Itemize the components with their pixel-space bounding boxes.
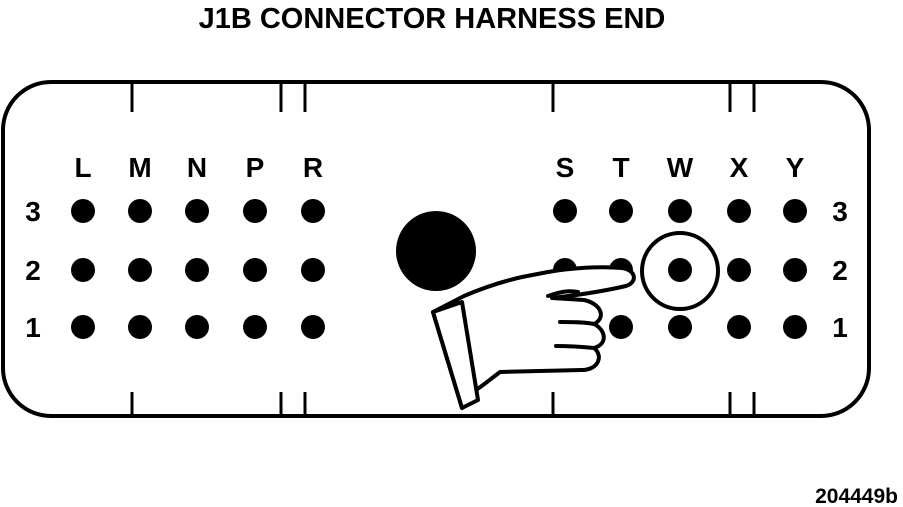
pin-w3	[668, 199, 692, 223]
column-label-p: P	[246, 152, 265, 183]
pin-grid	[71, 199, 807, 339]
column-label-w: W	[667, 152, 694, 183]
row-label-right-1: 1	[832, 312, 848, 343]
highlight-ring	[640, 231, 720, 311]
pin-l1	[71, 315, 95, 339]
pin-x1	[727, 315, 751, 339]
pin-n3	[185, 199, 209, 223]
connector-body	[1, 80, 871, 418]
column-label-y: Y	[786, 152, 805, 183]
column-label-t: T	[612, 152, 629, 183]
pin-m3	[128, 199, 152, 223]
pointing-hand-icon	[431, 265, 636, 410]
diagram-title: J1B CONNECTOR HARNESS END	[199, 3, 666, 35]
row-label-left-1: 1	[25, 312, 41, 343]
row-labels: 3 3 2 2 1 1	[25, 196, 848, 343]
highlighted-pin	[668, 258, 692, 282]
pin-t3	[609, 199, 633, 223]
column-label-l: L	[74, 152, 91, 183]
polarizing-key-icon	[396, 211, 476, 291]
column-label-s: S	[556, 152, 575, 183]
pin-r2	[301, 258, 325, 282]
pin-y3	[783, 199, 807, 223]
row-label-right-2: 2	[832, 255, 848, 286]
column-label-x: X	[730, 152, 749, 183]
pin-x2	[727, 258, 751, 282]
pin-l2	[71, 258, 95, 282]
pin-n1	[185, 315, 209, 339]
pin-p2	[243, 258, 267, 282]
pin-t1	[609, 315, 633, 339]
column-label-n: N	[187, 152, 207, 183]
pin-n2	[185, 258, 209, 282]
figure-id: 204449b	[815, 485, 898, 507]
key-ticks	[130, 84, 756, 414]
pin-l3	[71, 199, 95, 223]
pin-w1	[668, 315, 692, 339]
pin-m2	[128, 258, 152, 282]
pin-y1	[783, 315, 807, 339]
pin-p3	[243, 199, 267, 223]
pin-m1	[128, 315, 152, 339]
pin-r1	[301, 315, 325, 339]
column-label-r: R	[303, 152, 323, 183]
pin-p1	[243, 315, 267, 339]
row-label-right-3: 3	[832, 196, 848, 227]
column-label-m: M	[128, 152, 151, 183]
pin-r3	[301, 199, 325, 223]
pin-x3	[727, 199, 751, 223]
row-label-left-3: 3	[25, 196, 41, 227]
row-label-left-2: 2	[25, 255, 41, 286]
pin-s3	[553, 199, 577, 223]
pin-y2	[783, 258, 807, 282]
